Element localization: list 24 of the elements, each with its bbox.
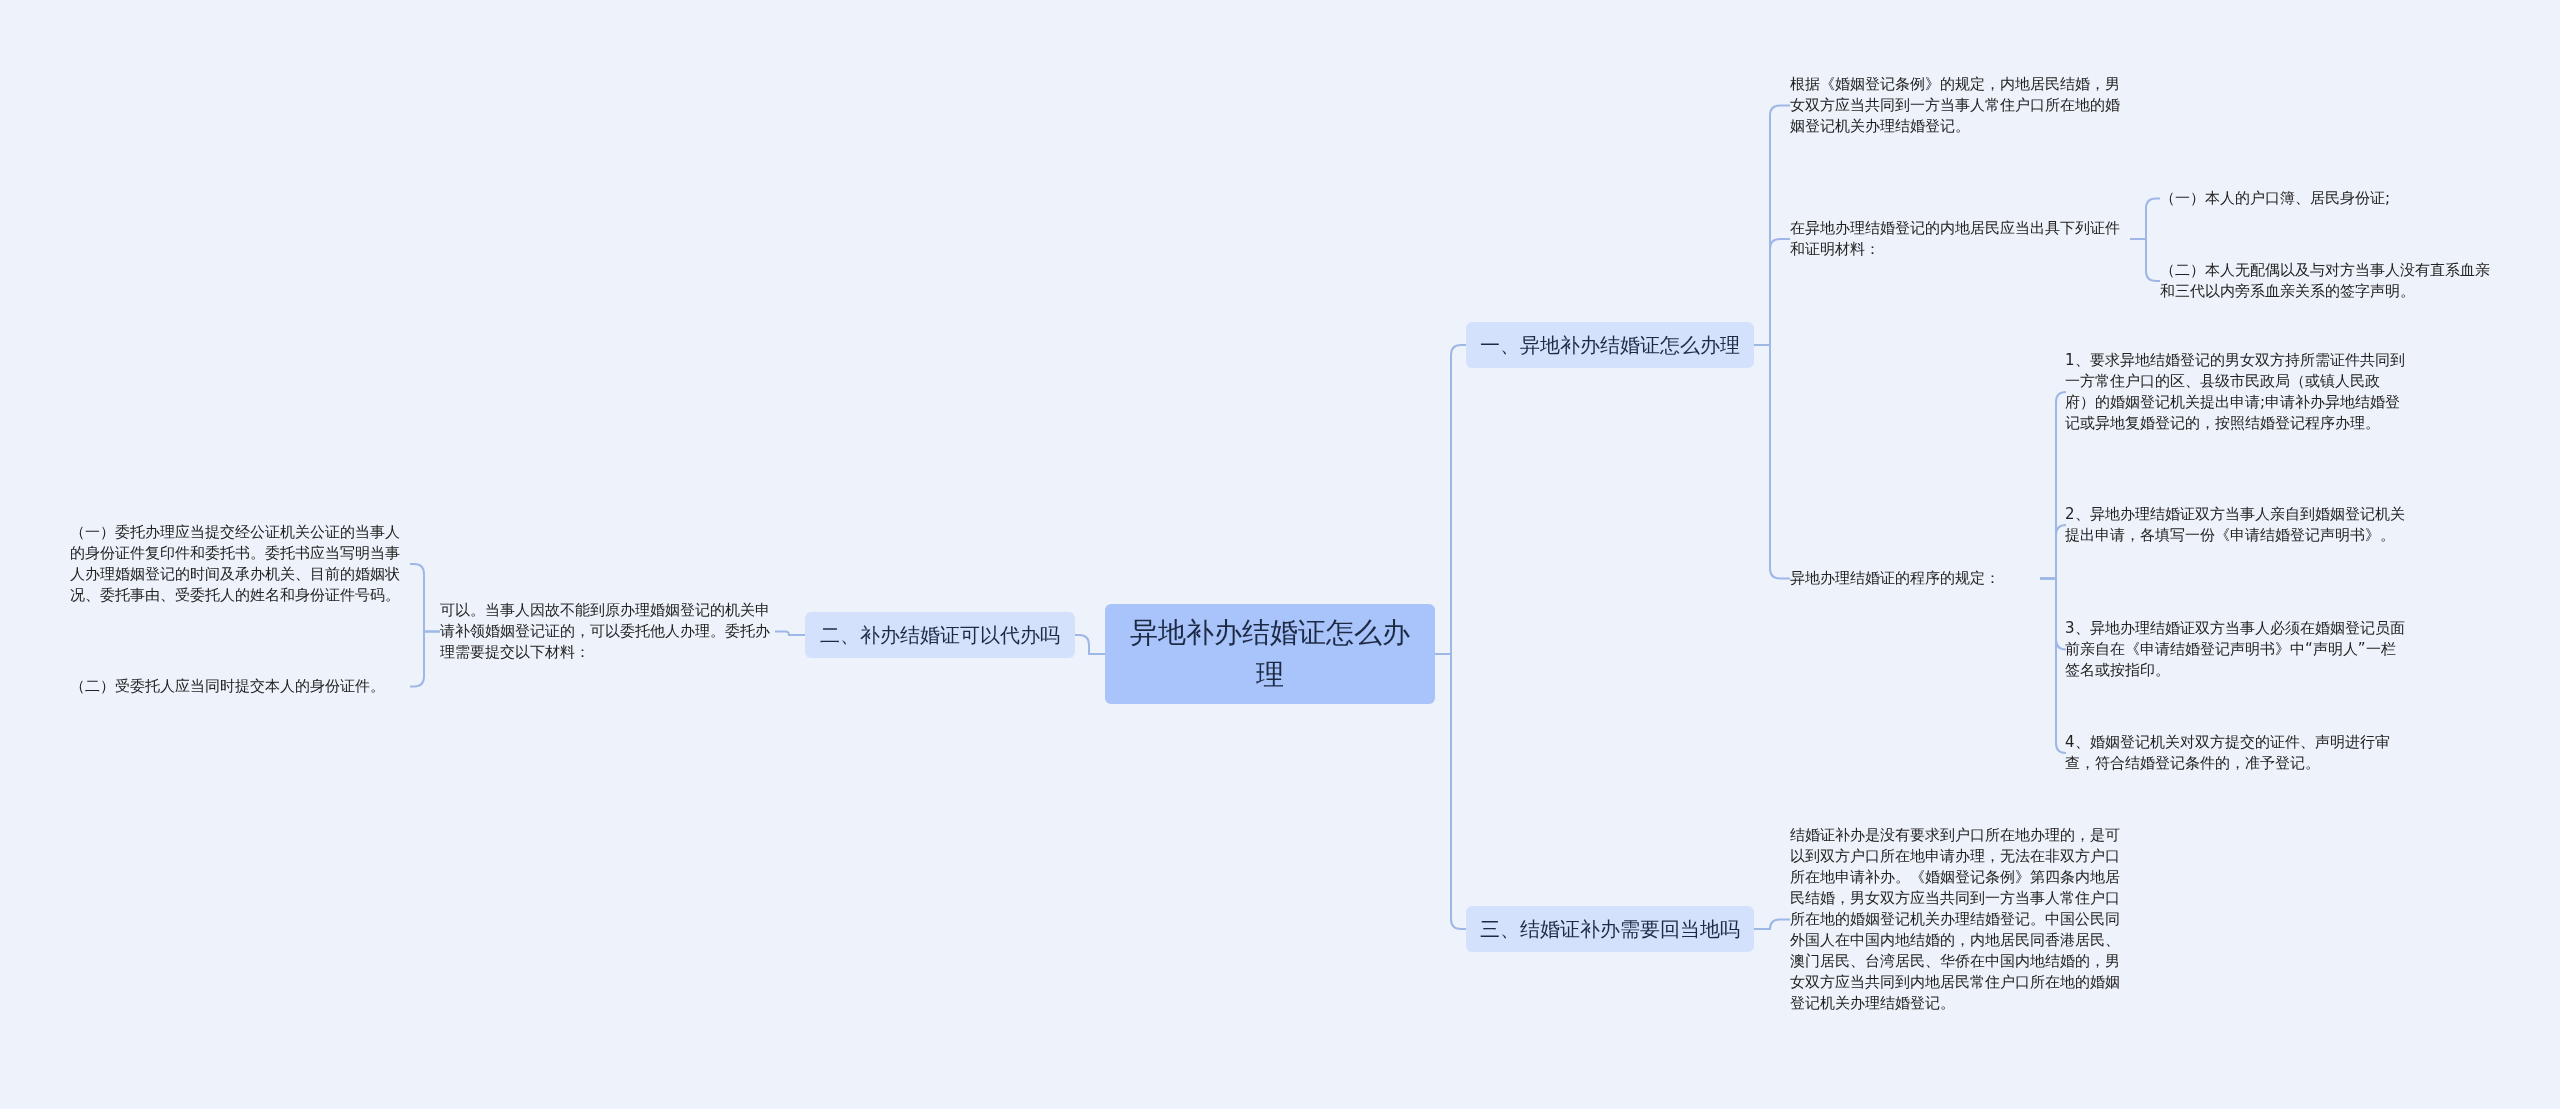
note-text: 异地办理结婚证的程序的规定： [1790, 568, 2040, 589]
note-text: 根据《婚姻登记条例》的规定，内地居民结婚，男女双方应当共同到一方当事人常住户口所在地的婚姻登记机关办理结婚登记。 [1790, 74, 2130, 137]
subtopic-box: 二、补办结婚证可以代办吗 [805, 612, 1075, 658]
note-text: 结婚证补办是没有要求到户口所在地办理的，是可以到双方户口所在地申请办理，无法在非双方户口所在地申请补办。《婚姻登记条例》第四条内地居民结婚，男女双方应当共同到一方当事人常住户口所在地的婚姻登记机关办理结婚登记。中国公民同外国人在中国内地结婚的，内地居民同香港居民、澳门居民、台湾居民、华侨在中国内地结婚的，男女双方应当共同到内地居民常住户口所在地的婚姻登记机关办理结婚登记。 [1790, 825, 2130, 1014]
topic-box: 异地补办结婚证怎么办理 [1105, 604, 1435, 704]
note-text: 3、异地办理结婚证双方当事人必须在婚姻登记员面前亲自在《申请结婚登记声明书》中“声明人”一栏签名或按指印。 [2065, 618, 2405, 681]
connector-line [1434, 653, 1467, 930]
note-text: （一）委托办理应当提交经公证机关公证的当事人的身份证件复印件和委托书。委托书应当写明当事人办理婚姻登记的时间及承办机关、目前的婚姻状况、委托事由、受委托人的姓名和身份证件号码。 [70, 522, 410, 606]
connector-line [774, 630, 806, 636]
note-text: 2、异地办理结婚证双方当事人亲自到婚姻登记机关提出申请，各填写一份《申请结婚登记声明书》。 [2065, 504, 2405, 546]
subtopic-box: 一、异地补办结婚证怎么办理 [1466, 322, 1754, 368]
note-text: 4、婚姻登记机关对双方提交的证件、声明进行审查，符合结婚登记条件的，准予登记。 [2065, 732, 2405, 774]
connector-line [2129, 238, 2161, 282]
connector-line [2039, 577, 2067, 754]
subtopic-box: 三、结婚证补办需要回当地吗 [1466, 906, 1754, 952]
note-text: 在异地办理结婚登记的内地居民应当出具下列证件和证明材料： [1790, 218, 2130, 260]
note-text: 1、要求异地结婚登记的男女双方持所需证件共同到一方常住户口的区、县级市民政局（或镇人民政府）的婚姻登记机关提出申请;申请补办异地结婚登记或异地复婚登记的，按照结婚登记程序办理。 [2065, 350, 2405, 434]
note-text: （一）本人的户口簿、居民身份证; [2160, 188, 2490, 209]
connector-line [1074, 634, 1106, 655]
connector-line [1753, 918, 1791, 930]
note-text: 可以。当事人因故不能到原办理婚姻登记的机关申请补领婚姻登记证的，可以委托他人办理。委托办理需要提交以下材料： [440, 600, 775, 663]
connector-line [409, 630, 441, 688]
note-text: （二）受委托人应当同时提交本人的身份证件。 [70, 676, 410, 697]
note-text: （二）本人无配偶以及与对方当事人没有直系血亲和三代以内旁系血亲关系的签字声明。 [2160, 260, 2500, 302]
